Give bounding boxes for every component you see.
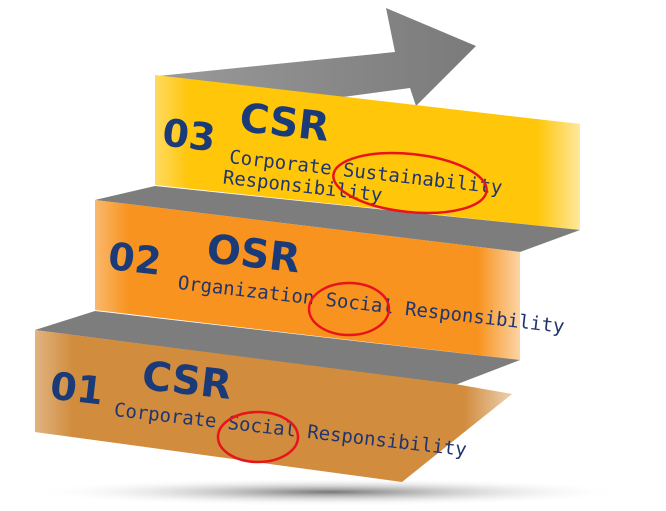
step-02-number: 02: [106, 234, 164, 284]
connector-02-01: [35, 311, 520, 385]
step-03-number: 03: [160, 110, 218, 160]
highlight-circle-social-02: [307, 281, 391, 337]
floor-shadow: [30, 478, 630, 506]
step-02-abbr: OSR: [204, 226, 302, 282]
step-03-shine: [155, 75, 580, 230]
highlight-circle-sustainability: [332, 151, 488, 215]
step-01-shine: [35, 330, 512, 482]
step-03-abbr: CSR: [237, 95, 331, 151]
step-01-number: 01: [48, 364, 106, 414]
highlight-circle-social-01: [216, 410, 300, 464]
step-02-shine: [95, 200, 520, 360]
connector-03-02: [95, 186, 580, 252]
step-01-abbr: CSR: [140, 353, 234, 409]
